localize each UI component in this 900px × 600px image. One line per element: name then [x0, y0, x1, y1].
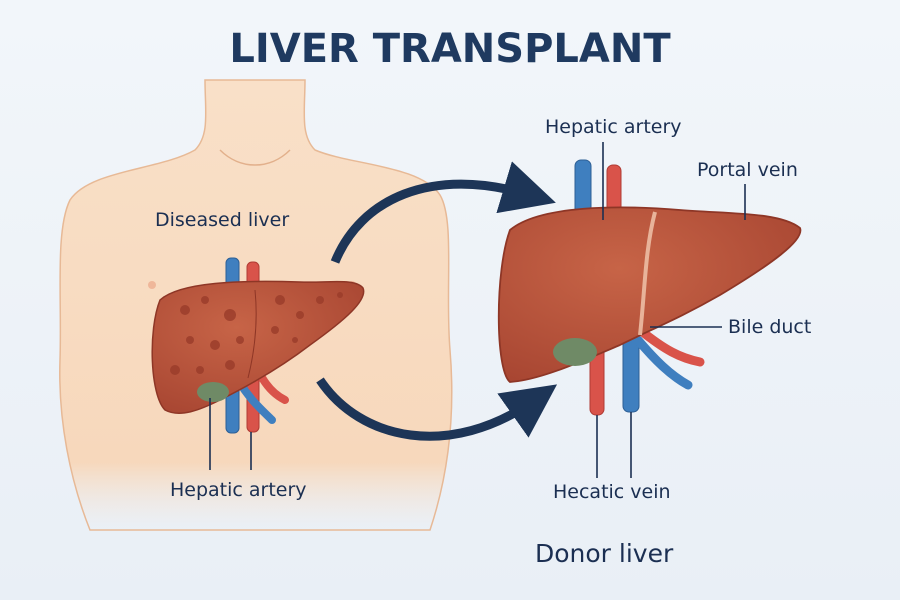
label-bile-duct: Bile duct	[728, 316, 811, 338]
label-portal-vein: Portal vein	[697, 159, 798, 181]
donor-liver	[497, 206, 802, 383]
arrow-lower	[316, 377, 558, 441]
label-hepatic-artery-left: Hepatic artery	[170, 479, 307, 501]
portal-vein-right-top	[574, 159, 592, 216]
page-title: LIVER TRANSPLANT	[229, 26, 671, 72]
label-hepatic-vein: Hecatic vein	[553, 481, 671, 503]
label-hepatic-artery-right: Hepatic artery	[545, 116, 682, 138]
clavicle-line	[219, 149, 291, 166]
label-diseased-liver: Diseased liver	[155, 209, 289, 231]
arrow-upper	[330, 161, 556, 264]
diseased-liver	[151, 280, 365, 414]
caption-donor-liver: Donor liver	[535, 539, 674, 568]
nipple-left	[148, 281, 156, 289]
